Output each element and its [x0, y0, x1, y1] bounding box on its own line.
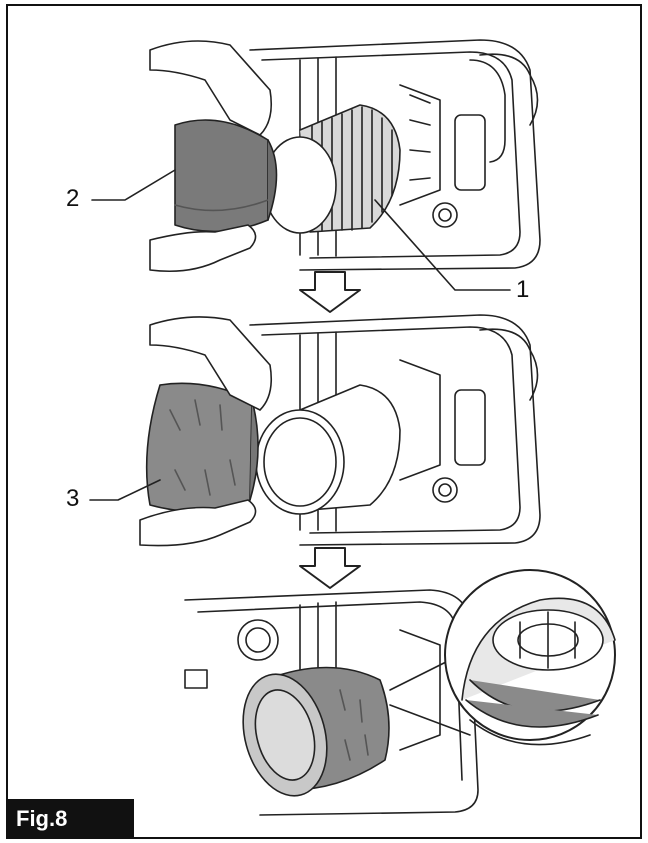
hands-2 — [139, 316, 273, 547]
cloth-filter-3 — [145, 382, 259, 513]
down-arrow-1 — [299, 271, 361, 313]
detail-magnifier — [389, 569, 616, 746]
hands-1 — [149, 40, 273, 273]
cloth-filter-installed — [242, 666, 390, 797]
step-3-install-cloth-filter — [184, 569, 616, 816]
callout-label-3: 3 — [66, 485, 80, 512]
leader-line-3 — [89, 479, 161, 501]
step-2-remove-cloth-filter — [89, 314, 541, 547]
callout-label-2: 2 — [66, 185, 80, 212]
leader-line-1 — [374, 199, 511, 291]
down-arrow-2 — [299, 547, 361, 589]
callout-label-1: 1 — [516, 276, 530, 303]
figure-label: Fig.8 — [6, 799, 134, 839]
cartridge-filter-2 — [255, 384, 401, 515]
prefilter-2 — [174, 119, 278, 233]
leader-line-2 — [91, 169, 176, 201]
step-1-remove-prefilter — [91, 39, 541, 291]
